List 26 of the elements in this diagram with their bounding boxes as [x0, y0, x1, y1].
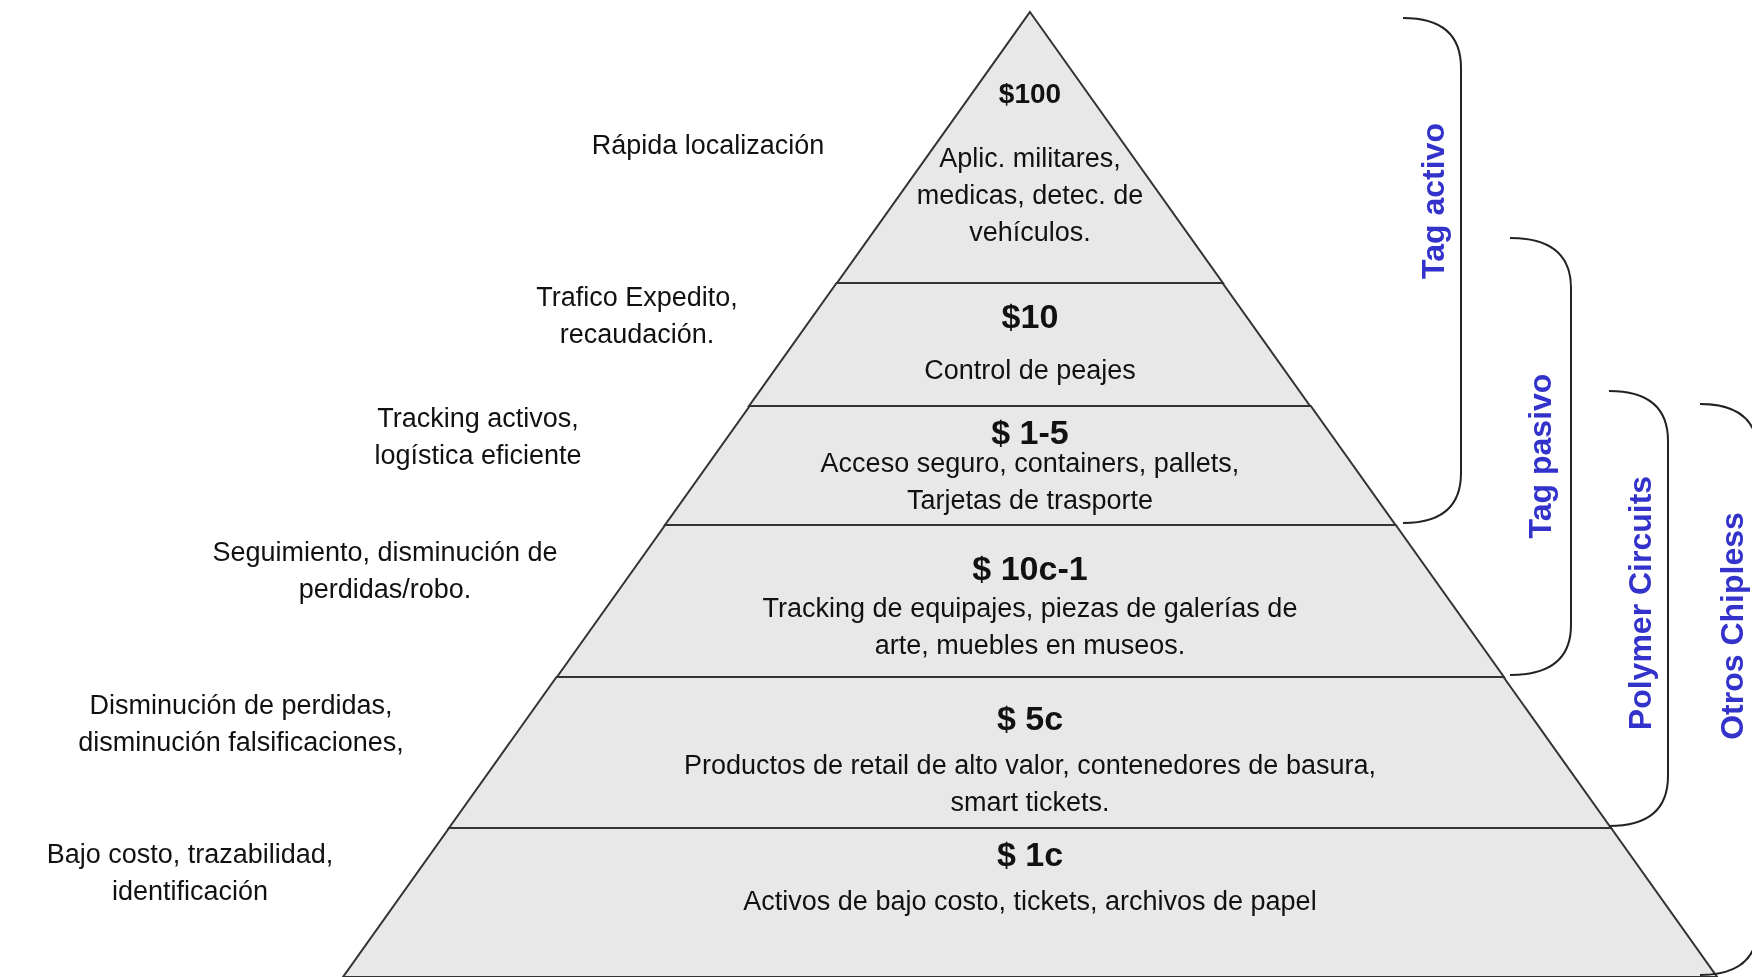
price-label: $ 10c-1 [972, 549, 1088, 588]
price-label: $10 [1001, 297, 1059, 336]
pyramid-tier [837, 12, 1223, 283]
tag-type-label: Polymer Circuits [1621, 475, 1659, 731]
benefit-text: Seguimiento, disminución de perdidas/robo. [211, 536, 559, 606]
pyramid-tier [449, 677, 1611, 828]
application-text: Control de peajes [923, 354, 1137, 387]
benefit-text: Rápida localización [590, 128, 826, 162]
pyramid-tier [664, 406, 1396, 525]
benefit-text: Disminución de perdidas, disminución falsificaciones, [77, 689, 405, 759]
tag-type-label: Tag pasivo [1521, 373, 1559, 539]
price-label: $ 5c [996, 699, 1064, 738]
application-text: Tracking de equipajes, piezas de galerías de arte, muebles en museos. [761, 592, 1299, 662]
pyramid-tier [749, 283, 1311, 406]
application-text: Activos de bajo costo, tickets, archivos de papel [742, 885, 1318, 918]
application-text: Aplic. militares, medicas, detec. de vehículos. [915, 142, 1145, 249]
application-text: Productos de retail de alto valor, contenedores de basura, smart tickets. [683, 749, 1377, 819]
benefit-text: Tracking activos, logística eficiente [373, 402, 583, 472]
pyramid-tier [556, 525, 1504, 677]
tag-type-label: Otros Chipless [1713, 512, 1751, 740]
price-label: $ 1c [996, 835, 1064, 874]
pyramid-tier [342, 828, 1718, 977]
benefit-text: Trafico Expedito, recaudación. [535, 281, 739, 351]
benefit-text: Bajo costo, trazabilidad, identificación [45, 838, 335, 908]
tag-type-label: Tag activo [1414, 123, 1452, 279]
price-label: $100 [998, 78, 1062, 110]
